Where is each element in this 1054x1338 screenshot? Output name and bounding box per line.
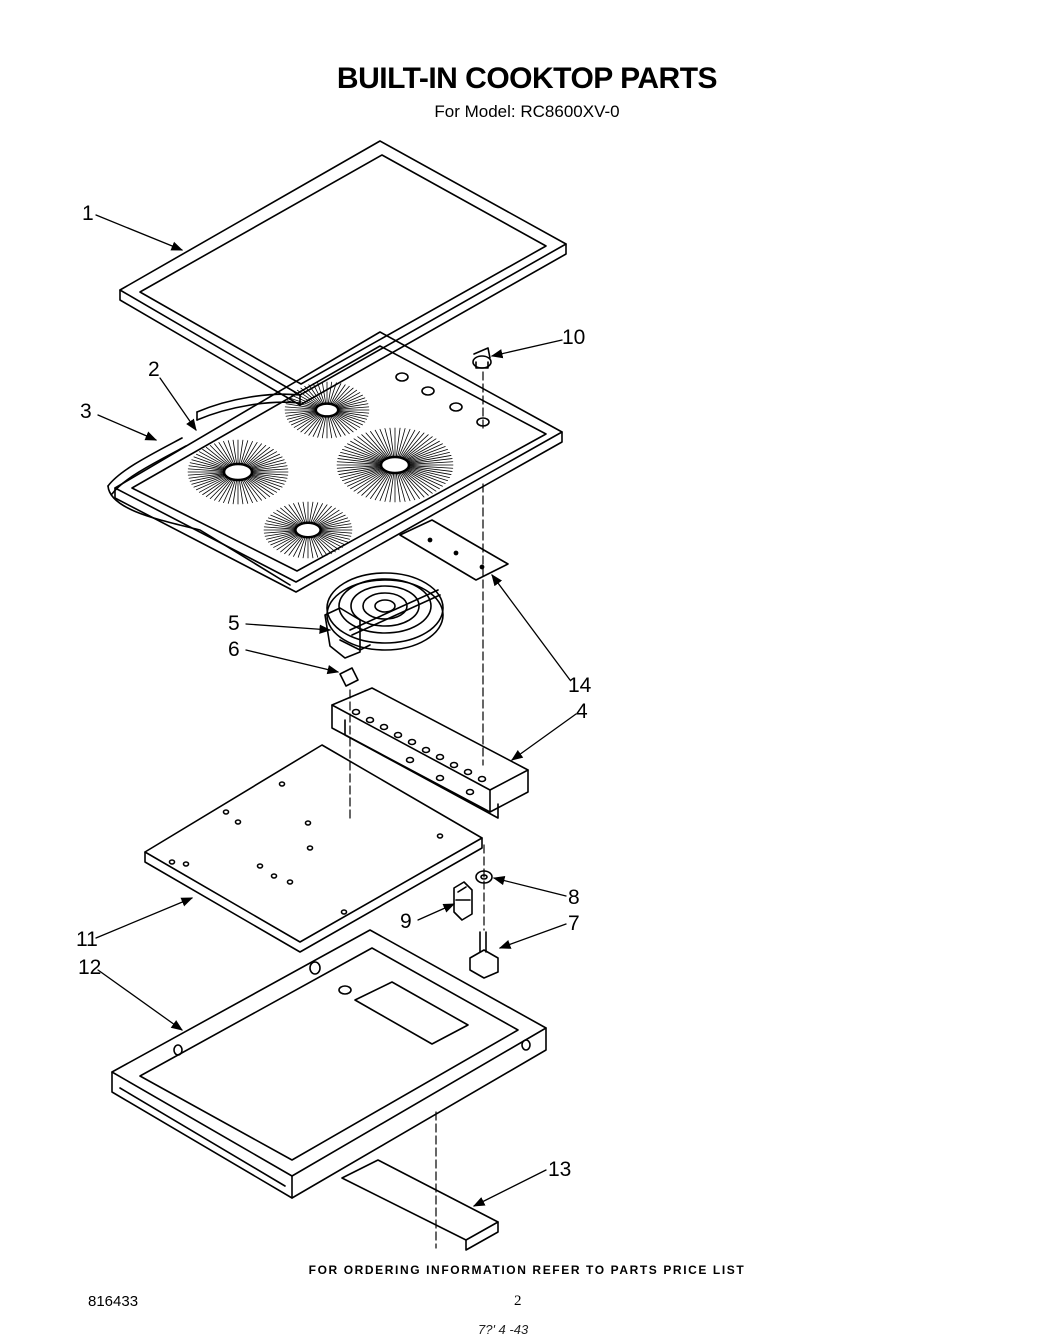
leader-3 <box>97 414 158 441</box>
ordering-note: FOR ORDERING INFORMATION REFER TO PARTS … <box>308 1263 746 1277</box>
callout-14: 14 <box>568 674 592 697</box>
cooktop-box-part-12 <box>111 929 547 1199</box>
control-switch-part-7 <box>469 931 499 979</box>
indicator-light-part-9 <box>453 881 473 921</box>
leader-10 <box>490 339 563 359</box>
callout-7: 7 <box>568 912 580 935</box>
leader-8 <box>492 876 567 897</box>
clip-part-6 <box>339 667 359 687</box>
callout-9: 9 <box>400 910 412 933</box>
callout-4: 4 <box>576 700 588 723</box>
model-subtitle: For Model: RC8600XV-0 <box>434 102 620 121</box>
leader-lines <box>95 214 577 1207</box>
bracket-plate-part-14 <box>399 519 509 581</box>
callout-2: 2 <box>148 358 160 381</box>
radiant-element-part-5 <box>324 572 444 659</box>
burner-rear-left <box>284 381 370 439</box>
callout-8: 8 <box>568 886 580 909</box>
callout-6: 6 <box>228 638 240 661</box>
assembly-lines <box>349 371 485 1249</box>
heat-shield-part-11 <box>144 744 483 953</box>
leader-12 <box>97 969 183 1031</box>
leader-4 <box>511 713 577 761</box>
leader-7 <box>498 923 567 949</box>
bottom-cover-part-13 <box>341 1159 499 1251</box>
page-title: BUILT-IN COOKTOP PARTS <box>336 62 718 95</box>
stamp-mark: 7?' 4 -43 <box>478 1322 529 1337</box>
leader-5 <box>245 623 332 634</box>
document-number: 816433 <box>88 1293 139 1310</box>
leader-2 <box>159 377 197 431</box>
callout-1: 1 <box>82 202 94 225</box>
seal-strip-part-3 <box>107 393 301 586</box>
page-number: 2 <box>514 1293 522 1309</box>
burner-front-right <box>263 501 353 559</box>
callout-3: 3 <box>80 400 92 423</box>
leader-14 <box>491 574 571 681</box>
callout-11: 11 <box>76 928 98 951</box>
callout-13: 13 <box>548 1158 572 1181</box>
leader-1 <box>95 214 184 251</box>
knob-part-10 <box>472 347 492 369</box>
leader-13 <box>472 1169 547 1207</box>
leader-9 <box>417 903 456 921</box>
leader-11 <box>95 897 194 939</box>
burner-front-left <box>187 439 289 505</box>
leader-6 <box>245 649 340 675</box>
callout-12: 12 <box>78 956 102 979</box>
terminal-bracket-part-4 <box>331 687 529 819</box>
glass-cooktop-part-2 <box>114 331 563 593</box>
callout-5: 5 <box>228 612 240 635</box>
burner-rear-right <box>336 427 454 503</box>
callout-10: 10 <box>562 326 586 349</box>
trim-frame-part-1 <box>119 140 567 406</box>
